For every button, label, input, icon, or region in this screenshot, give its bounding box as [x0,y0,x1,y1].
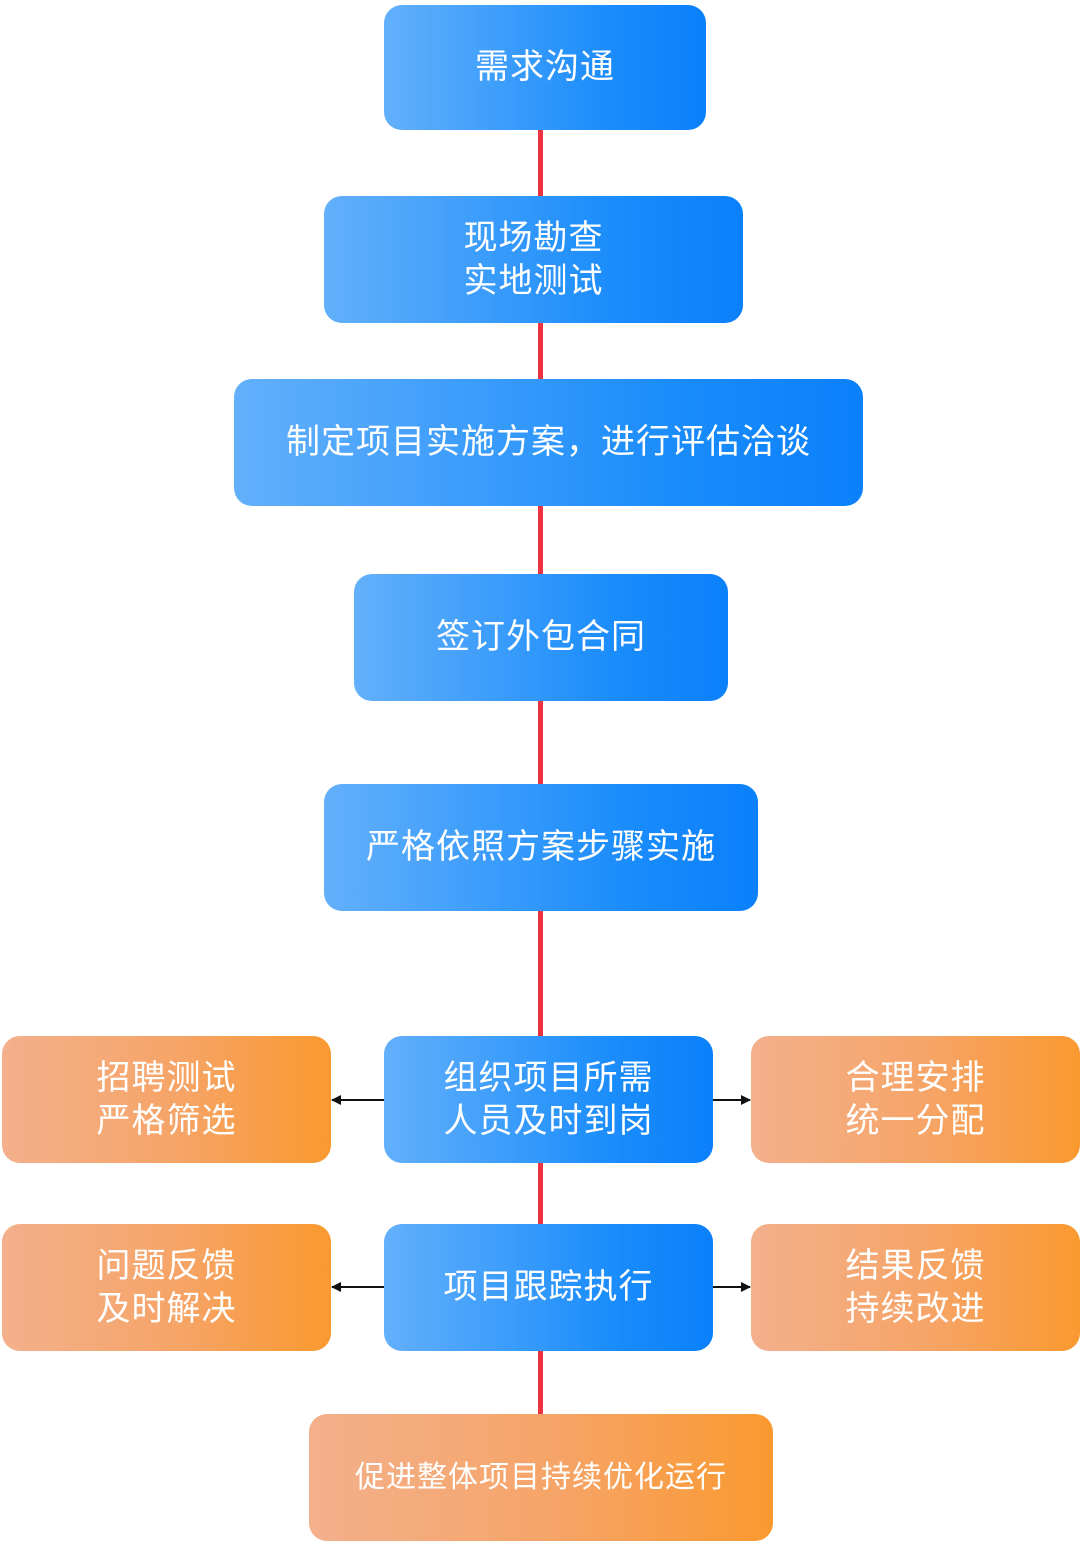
side-result-feedback: 结果反馈 持续改进 [751,1224,1080,1351]
side-label: 持续改进 [845,1288,986,1329]
final-label: 促进整体项目持续优化运行 [355,1459,727,1495]
step-implement-plan: 严格依照方案步骤实施 [324,784,758,911]
step-organize-staff: 组织项目所需 人员及时到岗 [384,1036,713,1163]
side-label: 结果反馈 [845,1246,986,1286]
side-label: 及时解决 [96,1288,237,1329]
main-flow-connector [538,128,543,1420]
step-label: 严格依照方案步骤实施 [366,827,716,868]
step-label: 需求沟通 [475,47,615,88]
step-site-survey: 现场勘查 实地测试 [324,196,743,323]
step-plan-evaluation: 制定项目实施方案，进行评估洽谈 [234,379,863,506]
side-recruit-screening: 招聘测试 严格筛选 [2,1036,331,1163]
final-continuous-optimization: 促进整体项目持续优化运行 [309,1414,773,1541]
step-label: 签订外包合同 [436,617,646,658]
step-label: 人员及时到岗 [443,1100,654,1141]
step-label: 项目跟踪执行 [443,1267,654,1308]
step-label: 制定项目实施方案，进行评估洽谈 [286,422,811,463]
step-sign-contract: 签订外包合同 [354,574,728,701]
step-requirement-communication: 需求沟通 [384,5,706,130]
side-problem-feedback: 问题反馈 及时解决 [2,1224,331,1351]
step-label: 组织项目所需 [443,1058,654,1098]
side-label: 统一分配 [845,1100,986,1141]
side-label: 合理安排 [845,1058,986,1098]
side-label: 招聘测试 [96,1058,237,1098]
step-label: 实地测试 [463,260,604,301]
side-arrange-allocate: 合理安排 统一分配 [751,1036,1080,1163]
side-label: 严格筛选 [96,1100,237,1141]
step-label: 现场勘查 [463,218,604,258]
side-label: 问题反馈 [96,1246,237,1286]
step-project-tracking: 项目跟踪执行 [384,1224,713,1351]
